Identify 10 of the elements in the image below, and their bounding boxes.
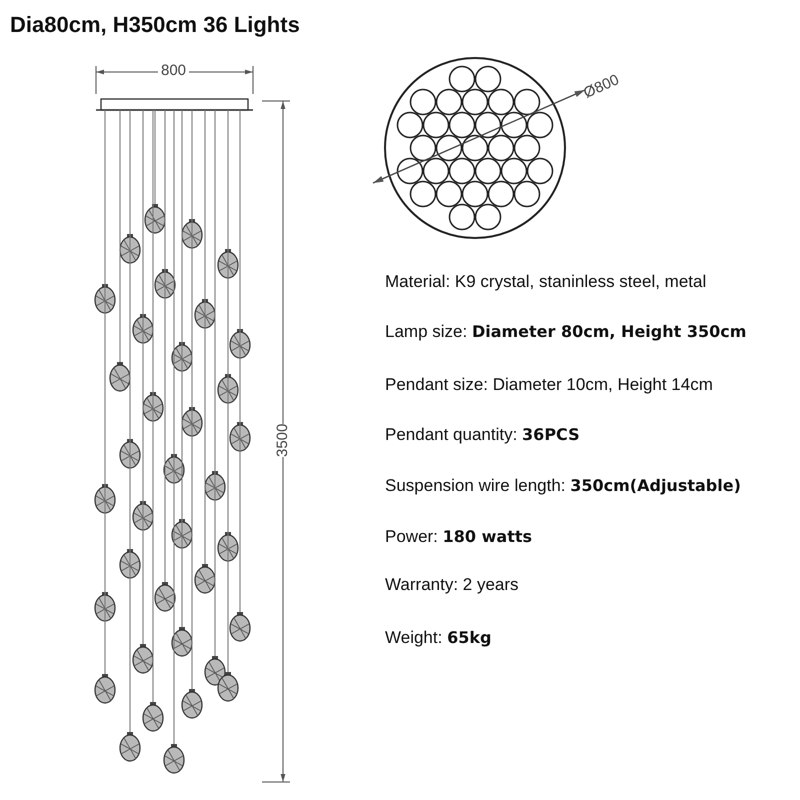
spec-text: Suspension wire length: 350cm(Adjustable) bbox=[385, 476, 741, 496]
spec-text: Pendant size: Diameter 10cm, Height 14cm bbox=[385, 375, 713, 395]
dimension-label: Ø800 bbox=[581, 71, 622, 102]
spec-text: Power: 180 watts bbox=[385, 527, 532, 547]
spec-text: Lamp size: Diameter 80cm, Height 350cm bbox=[385, 322, 746, 342]
spec-text: Pendant quantity: 36PCS bbox=[385, 425, 580, 445]
spec-text: Material: K9 crystal, staninless steel, metal bbox=[385, 272, 706, 292]
page-title: Dia80cm, H350cm 36 Lights bbox=[10, 12, 300, 38]
spec-text: Warranty: 2 years bbox=[385, 575, 519, 595]
spec-text: Weight: 65kg bbox=[385, 628, 492, 648]
